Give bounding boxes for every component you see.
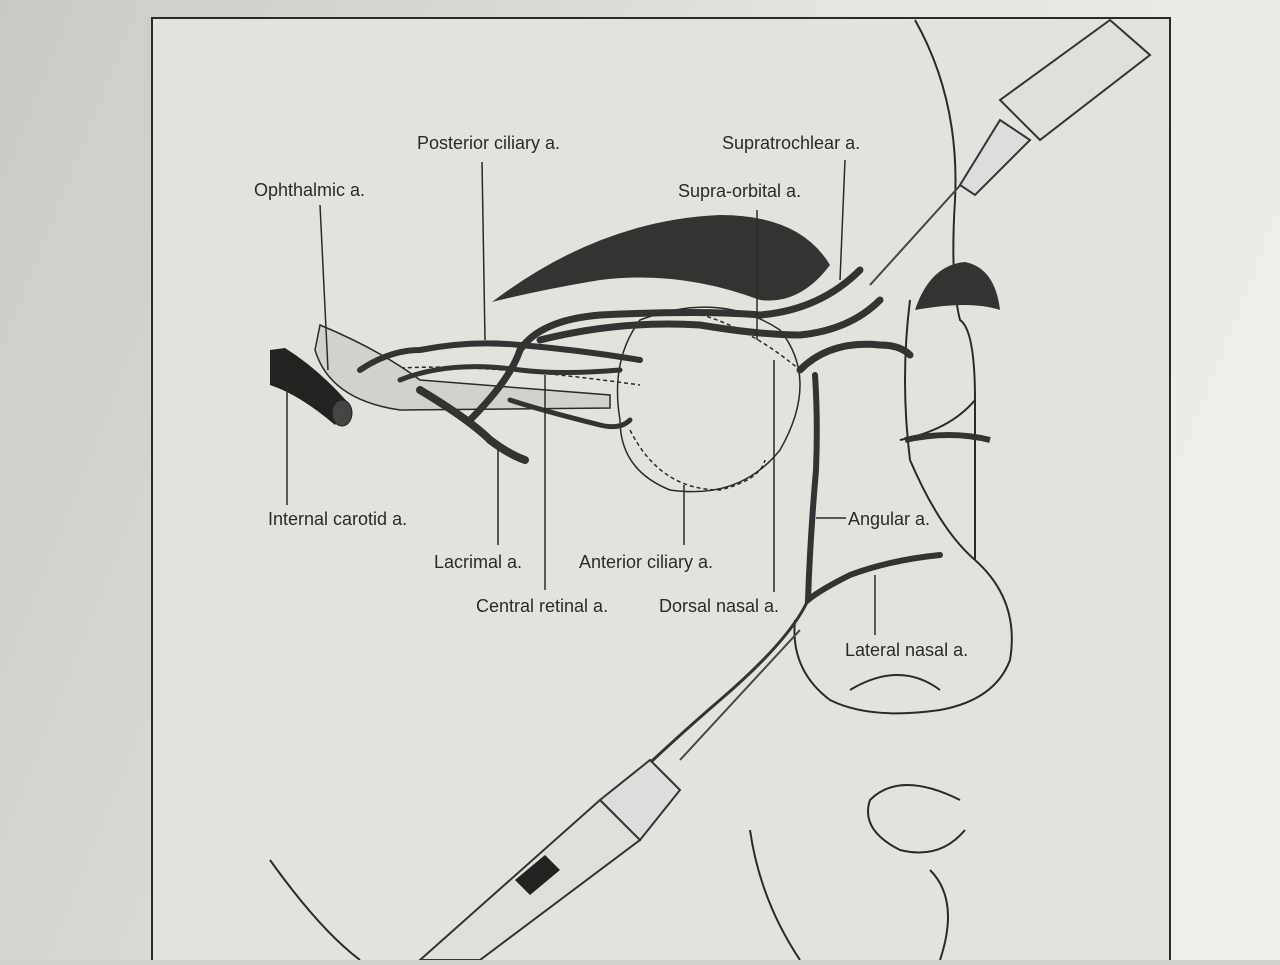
label-lateral-nasal: Lateral nasal a. [845,640,968,660]
label-central-retinal: Central retinal a. [476,596,608,616]
internal-carotid-vessel [270,348,350,425]
label-ophthalmic: Ophthalmic a. [254,180,365,200]
eyebrow-right [915,262,1000,310]
face-outline [269,19,1013,961]
carotid-lumen [331,399,353,427]
label-internal-carotid: Internal carotid a. [268,509,407,529]
label-posterior-ciliary: Posterior ciliary a. [417,133,560,153]
leader-lines [286,159,876,635]
arteries [357,266,943,852]
syringe-bottom [417,629,801,961]
syringe-top [869,18,1152,286]
label-supra-orbital: Supra-orbital a. [678,181,801,201]
eyelashes [904,432,991,443]
label-lacrimal: Lacrimal a. [434,552,522,572]
label-supratrochlear: Supratrochlear a. [722,133,860,153]
label-dorsal-nasal: Dorsal nasal a. [659,596,779,616]
eyebrow [492,215,830,302]
label-angular: Angular a. [848,509,930,529]
optic-nerve [314,323,611,411]
label-anterior-ciliary: Anterior ciliary a. [579,552,713,572]
figure-frame [151,17,1171,965]
ciliary-dashed [629,429,766,491]
